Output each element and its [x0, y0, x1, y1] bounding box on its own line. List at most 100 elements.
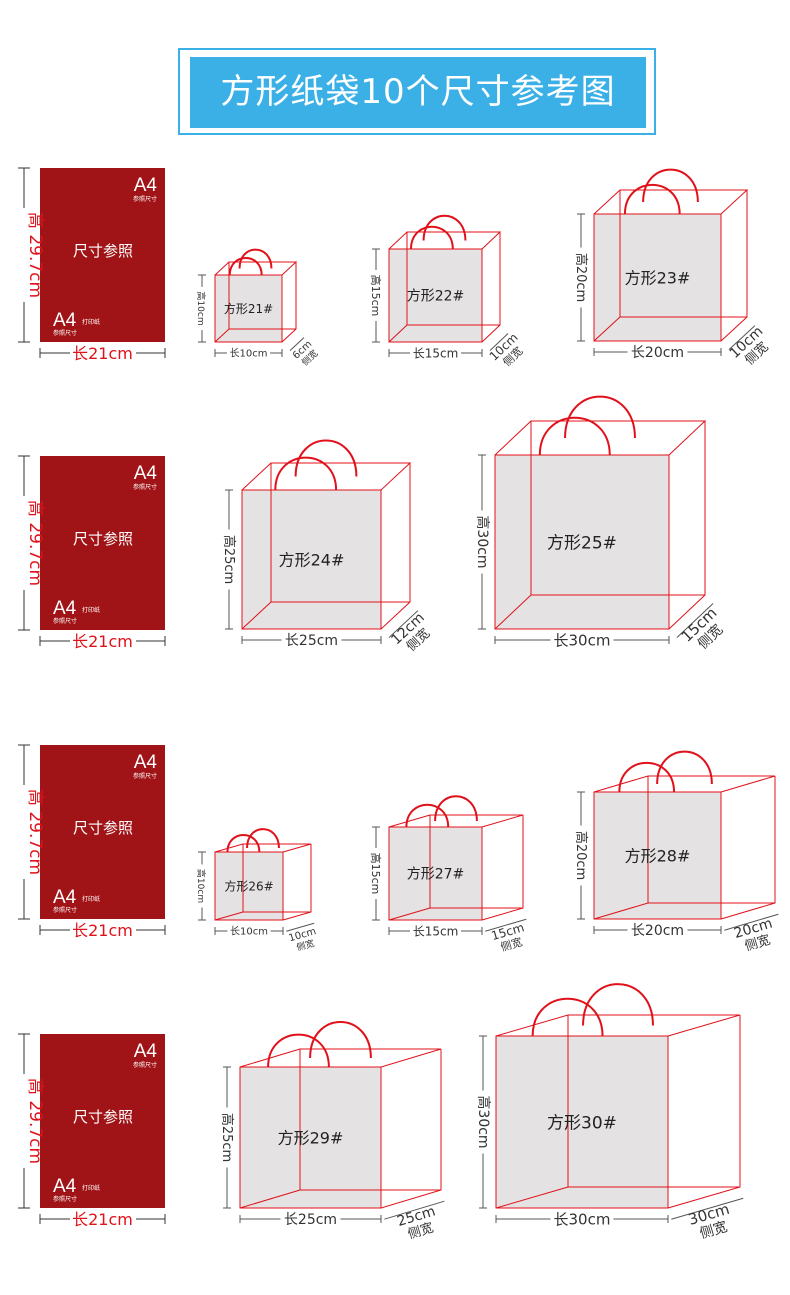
bag-front-outline — [593, 213, 722, 342]
bag-front-handle — [228, 257, 263, 276]
bag-top-edge — [494, 420, 707, 456]
height-label: 高25cm — [221, 535, 237, 584]
bag-front-handle — [618, 761, 676, 793]
side-dim-line — [671, 1197, 744, 1220]
length-label: 长10cm — [230, 926, 268, 938]
side-width-word: 侧宽 — [743, 932, 772, 955]
bag-back-edge — [388, 324, 408, 343]
bag-top-edge — [388, 231, 502, 250]
a4-width-label-gap — [70, 921, 136, 939]
a4-bottom-ref-caption: 参照尺寸 — [53, 1195, 77, 1203]
page-title: 方形纸袋10个尺寸参考图 — [220, 72, 616, 112]
height-label: 高10cm — [195, 291, 207, 325]
bag-front-handle — [623, 183, 681, 215]
bag-side-edge — [667, 1015, 741, 1209]
bag-top-edge — [214, 843, 312, 853]
side-dim-line — [384, 1200, 445, 1220]
a4-card — [40, 456, 165, 630]
bag-back-handle — [294, 439, 358, 477]
bag-top-edge — [239, 1048, 442, 1068]
length-label-gap — [410, 345, 461, 361]
height-label: 高15cm — [369, 853, 383, 895]
a4-card — [40, 1034, 165, 1208]
height-label-gap — [195, 864, 209, 908]
side-width-word: 侧宽 — [406, 1220, 436, 1243]
bag-back-edge — [593, 316, 621, 342]
side-dim-line — [286, 922, 315, 932]
height-label-gap — [369, 270, 383, 321]
bag-back-edge — [494, 594, 532, 630]
length-label: 长20cm — [631, 345, 684, 361]
a4-top-caption: 参照尺寸 — [133, 772, 157, 780]
a4-bottom-print-caption: 打印纸 — [82, 606, 100, 614]
height-label-gap — [475, 510, 489, 574]
bag-name: 方形27# — [407, 867, 465, 883]
height-label: 高25cm — [219, 1113, 235, 1162]
bag-name: 方形23# — [625, 269, 691, 288]
bag-front-face — [389, 827, 482, 920]
a4-card-title: 尺寸参照 — [73, 530, 133, 548]
a4-width-label: 长21cm — [72, 344, 133, 363]
bag-back-edge — [241, 601, 272, 630]
bag-front-outline — [593, 791, 722, 920]
a4-height-label: 高 29.7cm — [25, 212, 45, 298]
length-label: 长10cm — [230, 348, 268, 360]
height-label-gap — [574, 247, 588, 308]
length-label-gap — [550, 632, 614, 648]
a4-bottom-print-caption: 打印纸 — [82, 895, 100, 903]
a4-width-label-gap — [70, 1210, 136, 1228]
bag-name: 方形22# — [407, 289, 465, 305]
bag-back-edge — [214, 328, 230, 343]
bag-top-edge — [241, 462, 412, 491]
bag-side-edge — [380, 463, 411, 630]
length-label-gap — [226, 345, 271, 361]
side-dim-line — [489, 333, 509, 351]
a4-height-label: 高 29.7cm — [25, 500, 45, 586]
bag-front-outline — [239, 1066, 382, 1209]
a4-card-title: 尺寸参照 — [73, 242, 133, 260]
length-label-gap — [280, 1211, 341, 1227]
a4-width-label-gap — [70, 632, 136, 650]
length-label: 长15cm — [413, 346, 459, 360]
bag-back-handle — [582, 983, 654, 1026]
height-label-gap — [476, 1090, 490, 1154]
bag-side-edge — [281, 262, 297, 343]
a4-top-mark: A4 — [134, 175, 158, 196]
a4-bottom-mark: A4 — [53, 598, 77, 619]
bag-front-outline — [214, 851, 284, 921]
a4-height-label-gap — [15, 496, 33, 590]
a4-height-label: 高 29.7cm — [25, 789, 45, 875]
bag-top-edge — [593, 775, 776, 793]
length-label-gap — [550, 1211, 614, 1227]
height-label: 高20cm — [573, 831, 589, 880]
side-dim-line — [724, 913, 779, 931]
a4-height-label: 高 29.7cm — [25, 1078, 45, 1164]
bag-name: 方形24# — [279, 551, 345, 570]
bag-front-handle — [410, 225, 454, 250]
length-label-gap — [627, 922, 688, 938]
a4-top-caption: 参照尺寸 — [133, 1061, 157, 1069]
a4-height-label-gap — [15, 208, 33, 302]
a4-top-mark: A4 — [134, 1041, 158, 1062]
bag-side-edge — [282, 844, 312, 921]
bag-back-handle — [238, 248, 273, 269]
a4-bottom-mark: A4 — [53, 1176, 77, 1197]
length-label-gap — [227, 923, 271, 939]
height-label-gap — [574, 825, 588, 886]
bag-back-handle — [642, 168, 699, 203]
a4-width-label: 长21cm — [72, 921, 133, 940]
bag-front-handle — [405, 803, 450, 828]
height-label-gap — [220, 1107, 234, 1168]
bag-top-edge — [593, 189, 749, 215]
bag-side-edge — [668, 421, 706, 630]
bag-back-edge — [388, 907, 431, 921]
height-label: 高10cm — [195, 869, 207, 903]
side-dim-line — [289, 337, 305, 351]
bag-front-face — [215, 275, 282, 342]
a4-top-mark: A4 — [134, 463, 158, 484]
